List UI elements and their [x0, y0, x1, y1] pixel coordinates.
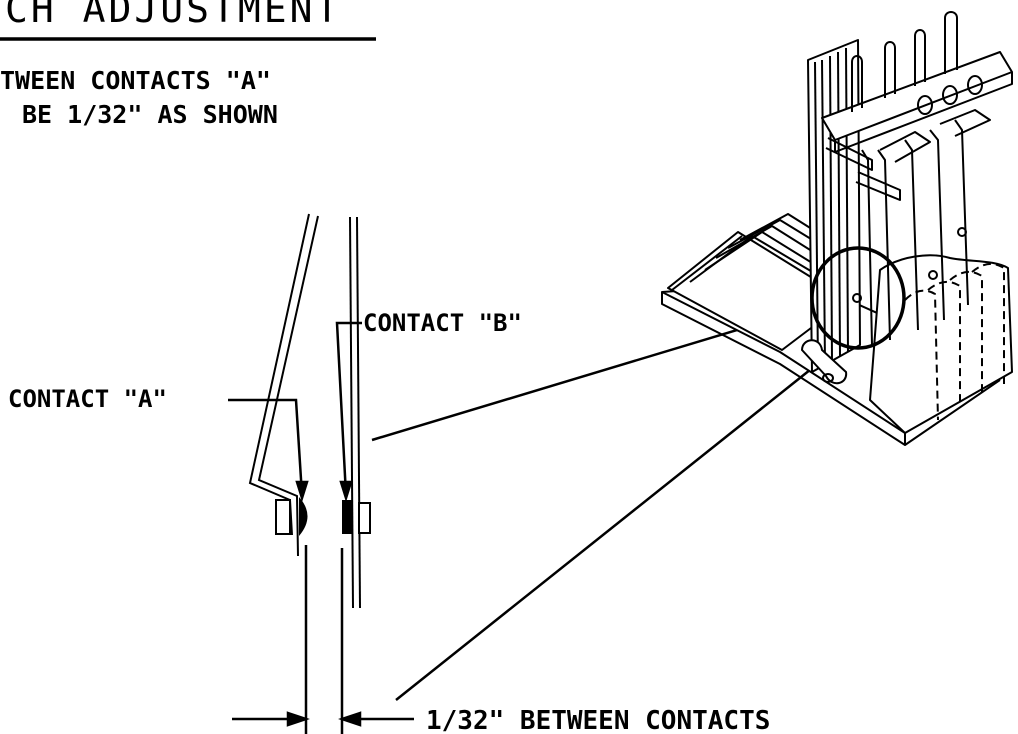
detail-circle	[810, 246, 906, 350]
contact-b-point	[342, 500, 371, 534]
gap-dimension	[232, 545, 414, 734]
contact-b-spring	[349, 216, 361, 609]
contact-a-leader	[228, 398, 309, 503]
contact-b-leader	[335, 321, 362, 503]
contact-a-point	[275, 497, 308, 536]
detail-leader-lines	[371, 303, 846, 701]
label-gap: 1/32" BETWEEN CONTACTS	[426, 706, 770, 734]
note-line-1: TWEEN CONTACTS "A"	[0, 66, 271, 95]
label-contact-a: CONTACT "A"	[8, 385, 167, 413]
note-line-2: BE 1/32" AS SHOWN	[22, 100, 278, 129]
relay-assembly-illustration	[661, 11, 1013, 446]
label-contact-b: CONTACT "B"	[363, 309, 522, 337]
page-title: CH ADJUSTMENT	[5, 0, 341, 31]
